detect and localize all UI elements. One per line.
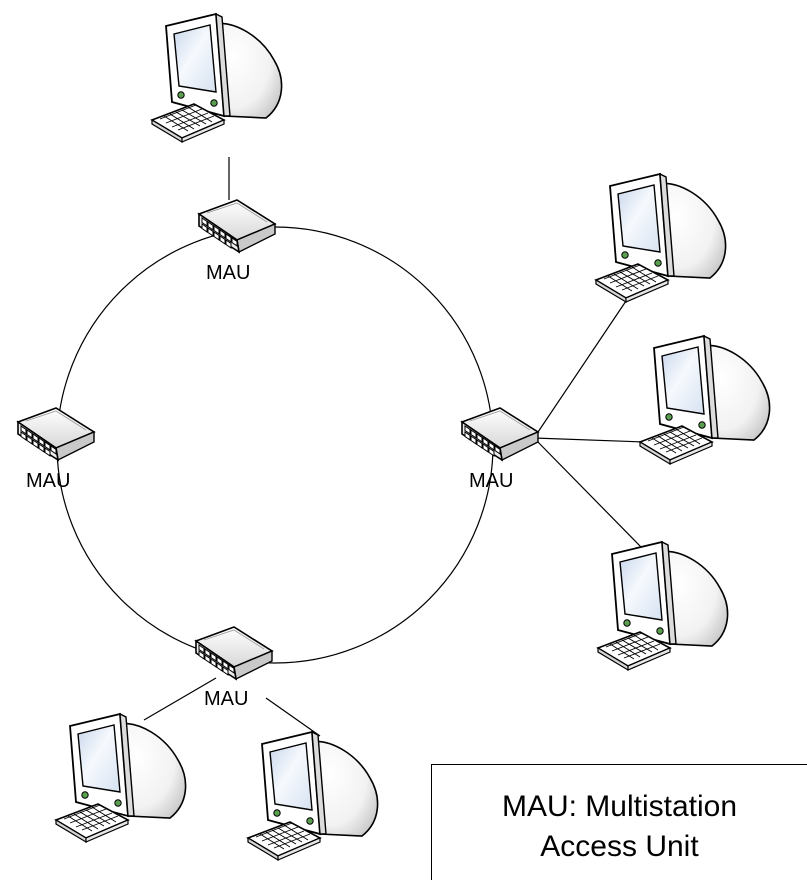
cable-right-upper xyxy=(533,297,629,439)
legend-box: MAU: Multistation Access Unit xyxy=(431,764,807,880)
cable-right-lower xyxy=(533,437,643,549)
computer-icon-bottom-right xyxy=(247,731,379,861)
legend-line-2: Access Unit xyxy=(540,830,699,863)
cable-bottom-right xyxy=(265,697,321,737)
cable-bottom-left xyxy=(143,677,217,721)
mau-label-bottom: MAU xyxy=(204,688,249,710)
ring-cable xyxy=(56,226,494,664)
mau-device-top xyxy=(198,199,276,253)
mau-device-bottom xyxy=(195,626,273,680)
cables xyxy=(143,157,645,737)
computer-icon-right-1 xyxy=(595,173,727,303)
computer-icon-right-2 xyxy=(639,335,771,465)
mau-label-right: MAU xyxy=(469,470,514,492)
cable-right-middle xyxy=(533,437,645,443)
legend-text: MAU: Multistation Access Unit xyxy=(432,787,807,867)
computer-icon-top xyxy=(151,13,283,143)
computer-icon-bottom-left xyxy=(55,713,187,843)
mau-label-left: MAU xyxy=(26,470,71,492)
legend-line-1: MAU: Multistation xyxy=(501,790,738,823)
mau-device-left xyxy=(17,407,95,461)
computer-icon-right-3 xyxy=(597,541,729,671)
mau-device-right xyxy=(461,407,539,461)
mau-label-top: MAU xyxy=(206,262,251,284)
